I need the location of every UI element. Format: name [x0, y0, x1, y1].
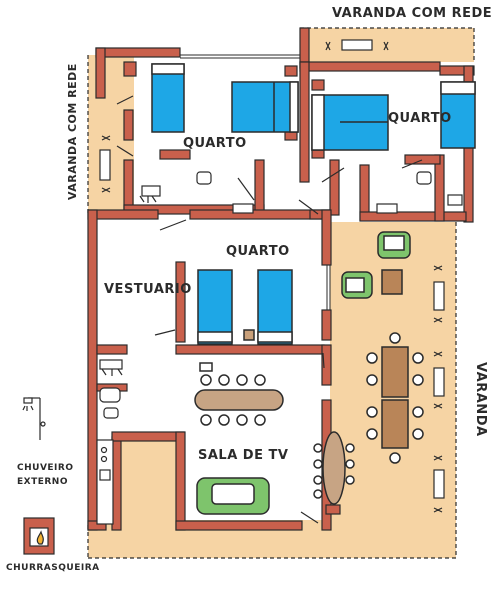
- beds: [151, 63, 476, 345]
- kitchen: [96, 439, 114, 525]
- bathroom-fixtures: [99, 171, 463, 419]
- churrasqueira-icon: [23, 517, 55, 555]
- bed-single-quarto-3-left: [197, 269, 233, 345]
- label-chuveiro-externo-1: CHUVEIRO: [17, 463, 74, 473]
- label-quarto-2: QUARTO: [388, 111, 452, 126]
- area-left-bottom: [112, 435, 184, 530]
- label-vestuario: VESTUARIO: [104, 282, 192, 297]
- label-varanda-com-rede-top: VARANDA COM REDE: [332, 6, 493, 21]
- doors: [116, 95, 423, 524]
- hammocks: [99, 39, 445, 513]
- bed-single-quarto-3-right: [257, 269, 293, 345]
- label-chuveiro-externo-2: EXTERNO: [17, 477, 68, 487]
- veranda-dashed-edges: [87, 27, 475, 559]
- label-churrasqueira: CHURRASQUEIRA: [6, 563, 100, 573]
- sala-furniture: [194, 362, 355, 515]
- bed-double-quarto-1: [231, 81, 299, 133]
- label-sala-de-tv: SALA DE TV: [198, 448, 289, 463]
- bed-single-quarto-2: [440, 81, 476, 149]
- chuveiro-externo-icon: [22, 397, 46, 440]
- label-quarto-3: QUARTO: [226, 244, 290, 259]
- label-quarto-1: QUARTO: [183, 136, 247, 151]
- bed-double-quarto-2: [311, 94, 389, 151]
- bed-single-quarto-1: [151, 63, 185, 133]
- label-varanda: VARANDA: [473, 362, 488, 437]
- label-varanda-com-rede-left: VARANDA COM REDE: [66, 63, 79, 200]
- varanda-furniture: [341, 231, 424, 464]
